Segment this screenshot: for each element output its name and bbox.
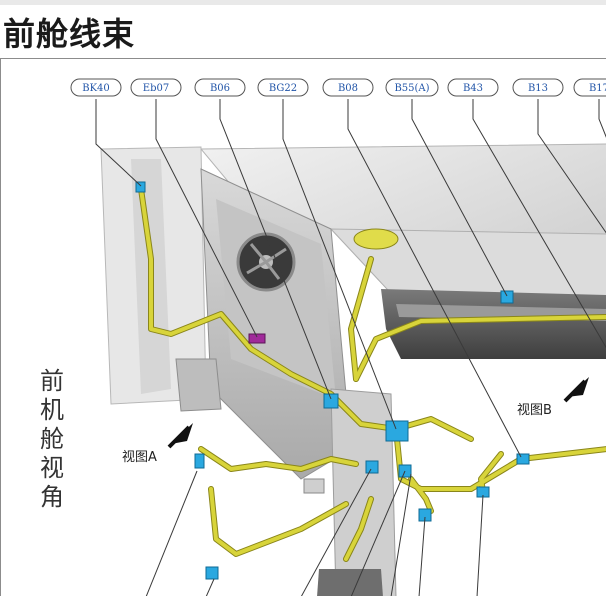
connector-tag-frame (194, 78, 246, 97)
view-a-arrow: 视图A (122, 423, 193, 465)
leader-lines (95, 99, 606, 596)
connector-tag-frame (322, 78, 374, 97)
connector-tag-b55a: B55(A) (385, 78, 439, 97)
page-title: 前舱线束 (3, 15, 136, 53)
connector-tag-frame (130, 78, 182, 97)
connector-tag-label: B55(A) (394, 83, 429, 94)
connector-tag-frame (447, 78, 499, 97)
view-b-arrow: 视图B (517, 377, 589, 418)
connector-tag-b08: B08 (322, 78, 374, 97)
connector-tag-eb07: Eb07 (130, 78, 182, 97)
connector-tag-b13: B13 (512, 78, 564, 97)
vehicle-body (100, 143, 606, 596)
side-label-char: 机 (40, 396, 64, 424)
view-b-label: 视图B (517, 403, 552, 418)
connector-tag-label: BG22 (269, 83, 297, 94)
connector-tag-label: B08 (338, 83, 358, 94)
harness-wires (138, 186, 606, 562)
view-a-label: 视图A (122, 450, 157, 465)
diagram-panel: BK40 Eb07 B06 BG22 B08 B55(A) B43 B13 B17 视图A 视图… (0, 58, 606, 596)
side-label-front-engine-view: 前机舱视角 (39, 367, 65, 512)
connector-tag-label: B13 (528, 83, 548, 94)
side-label-char: 前 (40, 367, 64, 395)
side-label-char: 舱 (40, 425, 64, 453)
connector-tag-label: B17 (589, 83, 606, 94)
harness-diagram: BK40 Eb07 B06 BG22 B08 B55(A) B43 B13 B17 视图A 视图… (70, 78, 606, 596)
connector-tag-frame (257, 78, 309, 97)
side-label-char: 角 (40, 483, 64, 511)
connector-tags: BK40 Eb07 B06 BG22 B08 B55(A) B43 B13 B17 (70, 78, 606, 97)
connector-tag-bg22: BG22 (257, 78, 309, 97)
connector-tag-b17: B17 (573, 78, 606, 97)
connector-tag-label: B43 (463, 83, 483, 94)
connector-tag-bk40: BK40 (70, 78, 122, 97)
connector-tag-b43: B43 (447, 78, 499, 97)
connector-tag-label: B06 (210, 83, 230, 94)
top-rule (0, 0, 606, 5)
connector-tag-frame (573, 78, 606, 97)
connector-tag-b06: B06 (194, 78, 246, 97)
connector-tag-frame (70, 78, 122, 97)
connector-tag-label: Eb07 (143, 83, 169, 94)
connector-tag-frame (385, 78, 439, 97)
connector-tag-frame (512, 78, 564, 97)
side-label-char: 视 (40, 454, 64, 482)
connector-tag-label: BK40 (82, 83, 110, 94)
